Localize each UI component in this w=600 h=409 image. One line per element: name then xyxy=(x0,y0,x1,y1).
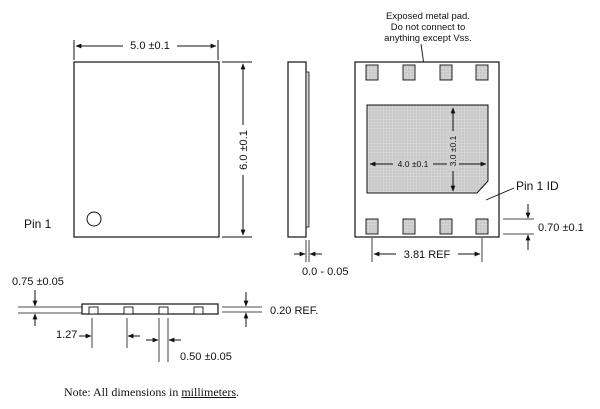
end-view: 0.75 ±0.05 0.20 REF. 1.27 0.50 ±0.05 xyxy=(12,276,318,363)
lead-pad xyxy=(439,64,453,81)
lead-pad xyxy=(439,218,453,235)
end-height-label: 0.75 ±0.05 xyxy=(12,276,64,288)
pad-note-line-2: Do not connect to xyxy=(391,22,465,33)
pitch-ref-label: 3.81 REF xyxy=(404,249,451,261)
pad-note-line-1: Exposed metal pad. xyxy=(386,11,470,22)
pin1-dot-marker xyxy=(86,211,102,227)
top-lead-row xyxy=(365,64,489,81)
note-suffix: . xyxy=(236,385,239,399)
exposed-thermal-pad xyxy=(366,104,489,194)
lead-thickness-ref-label: 0.20 REF. xyxy=(270,305,318,317)
lead-pad xyxy=(402,64,416,81)
label-mask xyxy=(396,247,458,261)
bottom-view: Exposed metal pad. Do not connect to any… xyxy=(354,11,584,262)
pin-length-label: 0.70 ±0.1 xyxy=(538,222,584,234)
label-mask xyxy=(235,125,251,175)
top-view: 5.0 ±0.1 Pin 1 6.0 ±0.1 xyxy=(24,37,252,238)
end-lead xyxy=(158,306,169,315)
lead-pad xyxy=(475,218,489,235)
package-top-outline xyxy=(73,61,220,238)
lead-pad xyxy=(365,218,379,235)
pitch-label: 1.27 xyxy=(56,329,77,341)
end-lead xyxy=(123,306,134,315)
side-view: 0.0 - 0.05 xyxy=(287,61,348,278)
lead-pad xyxy=(365,64,379,81)
bottom-lead-row xyxy=(365,218,489,235)
width-dimension-label: 5.0 ±0.1 xyxy=(130,40,170,52)
label-mask xyxy=(447,131,459,171)
pin1-id-label: Pin 1 ID xyxy=(516,179,559,193)
note-unit: millimeters xyxy=(181,385,236,399)
lead-width-label: 0.50 ±0.05 xyxy=(180,351,232,363)
lead-pad xyxy=(475,64,489,81)
side-body xyxy=(287,61,307,238)
label-mask xyxy=(123,37,177,51)
pad-standoff-label: 0.0 - 0.05 xyxy=(302,266,348,278)
pad-height-label: 3.0 ±0.1 xyxy=(448,135,458,166)
label-mask xyxy=(393,158,433,170)
end-lead xyxy=(88,306,99,315)
end-body xyxy=(81,303,219,315)
lead-pad xyxy=(402,218,416,235)
note-prefix: Note: All dimensions in xyxy=(64,385,182,399)
pad-width-label: 4.0 ±0.1 xyxy=(398,159,429,169)
height-dimension-label: 6.0 ±0.1 xyxy=(238,130,250,170)
dimensions-note: Note: All dimensions in millimeters. xyxy=(64,385,239,400)
end-lead xyxy=(193,306,204,315)
pin1-label: Pin 1 xyxy=(24,217,52,231)
side-pad-layer xyxy=(305,71,310,228)
pin1-id-leader xyxy=(485,187,515,201)
pad-note-line-3: anything except Vss. xyxy=(384,33,472,44)
